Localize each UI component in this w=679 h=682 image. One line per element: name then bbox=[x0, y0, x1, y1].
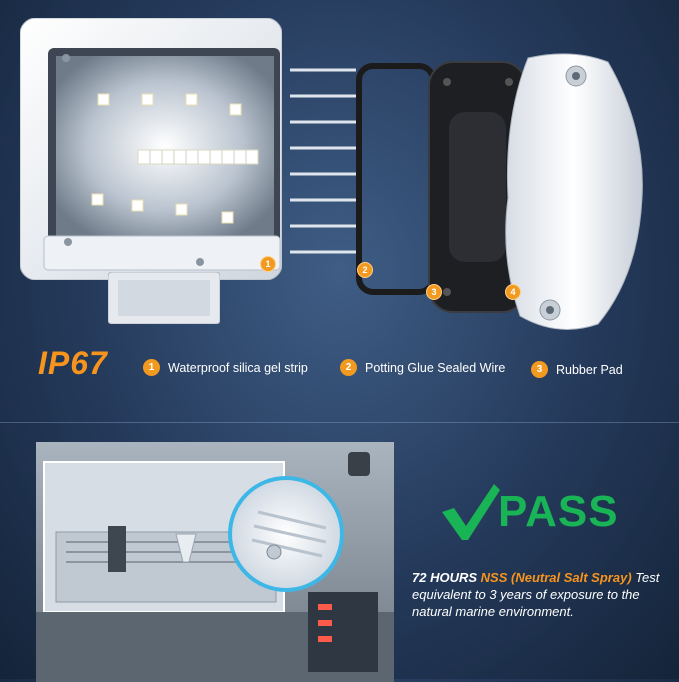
feature-2-number: 2 bbox=[340, 359, 357, 376]
test-description: 72 HOURS NSS (Neutral Salt Spray) Test e… bbox=[412, 569, 672, 620]
heat-sink-fins bbox=[290, 48, 360, 288]
feature-2: 2 Potting Glue Sealed Wire bbox=[340, 359, 505, 376]
pass-badge: PASS bbox=[440, 482, 619, 542]
mounting-bracket bbox=[107, 271, 221, 325]
test-description-text: Test equivalent to 3 years of exposure t… bbox=[412, 570, 660, 619]
feature-1-label: Waterproof silica gel strip bbox=[168, 360, 308, 375]
feature-1-number: 1 bbox=[143, 359, 160, 376]
test-duration: 72 HOURS bbox=[412, 570, 478, 585]
ip67-rating: IP67 bbox=[38, 345, 108, 381]
check-icon bbox=[442, 484, 500, 540]
feature-2-label: Potting Glue Sealed Wire bbox=[365, 360, 506, 375]
pass-text: PASS bbox=[498, 487, 619, 536]
callout-1: 1 bbox=[260, 256, 276, 272]
test-name: NSS (Neutral Salt Spray) bbox=[480, 570, 632, 585]
feature-3-label: Rubber Pad bbox=[556, 362, 623, 377]
callout-2: 2 bbox=[357, 262, 373, 278]
salt-spray-chamber-photo bbox=[36, 442, 394, 682]
feature-1: 1 Waterproof silica gel strip bbox=[143, 359, 308, 376]
feature-3: 3 Rubber Pad bbox=[531, 361, 623, 378]
feature-3-number: 3 bbox=[531, 361, 548, 378]
callout-4: 4 bbox=[505, 284, 521, 300]
led-light-pod-image bbox=[19, 17, 283, 281]
rubber-pad bbox=[425, 58, 530, 316]
rear-cover bbox=[498, 48, 646, 334]
section-divider bbox=[0, 422, 679, 423]
callout-3: 3 bbox=[426, 284, 442, 300]
